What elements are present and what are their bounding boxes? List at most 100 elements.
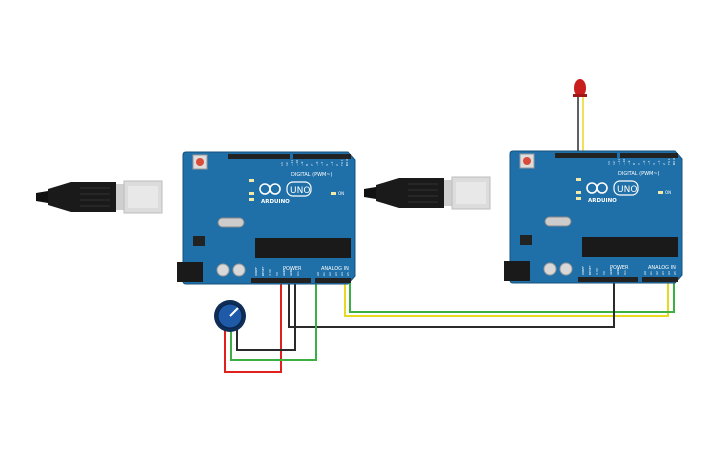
- brand-label: ARDUINO: [261, 199, 290, 205]
- capacitor-2: [559, 262, 573, 276]
- arduino-logo: ARDUINO UNO: [586, 180, 639, 204]
- digital-header: [555, 153, 617, 158]
- analog-pin-label: A1: [649, 271, 653, 275]
- led-on: [331, 192, 336, 195]
- led-tx: [249, 192, 254, 195]
- microcontroller-chip: [255, 238, 351, 258]
- digital-label: DIGITAL (PWM~): [291, 172, 333, 178]
- analog-pin-label: A2: [328, 272, 332, 276]
- power-pin-label: RESET: [588, 265, 592, 275]
- arduino-board-2[interactable]: DIGITAL (PWM~) ARDUINO UNO ON POWER ANAL…: [504, 150, 683, 284]
- digital-pin-label: 8: [305, 164, 309, 166]
- analog-pin-label: A1: [322, 272, 326, 276]
- analog-pin-label: A5: [346, 272, 350, 276]
- digital-pin-label: 13: [280, 162, 284, 166]
- power-pin-label: Vin: [296, 271, 300, 276]
- power-pin-label: Vin: [623, 270, 627, 275]
- power-pin-label: 5V: [275, 271, 279, 276]
- capacitor-2: [232, 263, 246, 277]
- power-pin-label: 3.3V: [595, 267, 599, 275]
- capacitor-1: [543, 262, 557, 276]
- analog-pin-label: A5: [673, 271, 677, 275]
- digital-pin-label: 2: [335, 164, 339, 166]
- arduino-logo: ARDUINO UNO: [259, 181, 312, 205]
- analog-header: [642, 277, 678, 282]
- power-pin-label: RESET: [261, 266, 265, 276]
- digital-pin-label: ~6: [315, 161, 319, 166]
- led-tx: [576, 191, 581, 194]
- on-label: ON: [338, 191, 344, 196]
- digital-pin-label: RX 0: [345, 159, 349, 166]
- analog-pin-label: A0: [643, 271, 647, 275]
- led-icon[interactable]: [573, 79, 587, 97]
- analog-label: ANALOG IN: [648, 265, 676, 271]
- usb-cable-icon[interactable]: [363, 176, 491, 210]
- voltage-regulator: [520, 235, 532, 245]
- digital-pin-label: 4: [652, 163, 656, 165]
- analog-pin-label: A4: [340, 272, 344, 276]
- digital-pin-label: 8: [632, 163, 636, 165]
- crystal: [544, 216, 572, 227]
- model-label: UNO: [290, 186, 310, 196]
- digital-pin-label: 12: [612, 161, 616, 165]
- power-pin-label: 3.3V: [268, 268, 272, 276]
- capacitor-1: [216, 263, 230, 277]
- digital-pin-label: ~11: [290, 160, 294, 166]
- digital-pin-label: TX 1: [667, 158, 671, 166]
- digital-pin-label: 12: [285, 162, 289, 166]
- usb-cable-icon[interactable]: [35, 180, 163, 214]
- digital-pin-label: 4: [325, 164, 329, 166]
- digital-pin-label: ~3: [330, 161, 334, 166]
- arduino-board-1[interactable]: DIGITAL (PWM~) ARDUINO UNO ON POWER ANAL…: [177, 151, 356, 285]
- digital-pin-label: 13: [607, 161, 611, 165]
- wire-black-gnd[interactable]: [288, 283, 615, 328]
- power-pin-label: GND: [616, 267, 620, 275]
- digital-pin-label: ~11: [617, 159, 621, 165]
- led-l: [576, 178, 581, 181]
- digital-pin-label: RX 0: [672, 158, 676, 165]
- wire-yellow-a4[interactable]: [344, 283, 669, 317]
- wire-black-pot[interactable]: [236, 283, 296, 351]
- led-rx: [249, 198, 254, 201]
- power-jack: [504, 261, 530, 281]
- led-rx: [576, 197, 581, 200]
- digital-pin-label: ~10: [622, 159, 626, 165]
- analog-pin-label: A3: [661, 271, 665, 275]
- digital-pin-label: ~5: [647, 160, 651, 165]
- analog-pin-label: A4: [667, 271, 671, 275]
- power-pin-label: GND: [289, 268, 293, 276]
- power-label: POWER: [283, 266, 302, 272]
- crystal: [217, 217, 245, 228]
- power-header: [251, 278, 311, 283]
- model-label: UNO: [617, 185, 637, 195]
- digital-header: [228, 154, 290, 159]
- analog-pin-label: A3: [334, 272, 338, 276]
- digital-pin-label: 7: [310, 164, 314, 166]
- power-jack: [177, 262, 203, 282]
- analog-label: ANALOG IN: [321, 266, 349, 272]
- wires: [224, 96, 675, 373]
- wire-red-5v[interactable]: [224, 283, 282, 373]
- digital-pin-label: ~10: [295, 160, 299, 166]
- voltage-regulator: [193, 236, 205, 246]
- led-l: [249, 179, 254, 182]
- analog-pin-label: A0: [316, 272, 320, 276]
- digital-pin-label: ~3: [657, 160, 661, 165]
- digital-pin-label: 7: [637, 163, 641, 165]
- digital-label: DIGITAL (PWM~): [618, 171, 660, 177]
- led-on: [658, 191, 663, 194]
- analog-header: [315, 278, 351, 283]
- brand-label: ARDUINO: [588, 198, 617, 204]
- digital-pin-label: TX 1: [340, 159, 344, 167]
- wire-green-a0[interactable]: [230, 283, 317, 361]
- power-label: POWER: [610, 265, 629, 271]
- power-pin-label: IOREF: [581, 266, 585, 275]
- potentiometer-icon[interactable]: [214, 300, 246, 332]
- digital-pin-label: ~9: [300, 161, 304, 166]
- wire-green-a5[interactable]: [349, 283, 675, 313]
- on-label: ON: [665, 190, 671, 195]
- power-pin-label: IOREF: [254, 267, 258, 276]
- power-pin-label: GND: [609, 267, 613, 275]
- power-pin-label: 5V: [602, 270, 606, 275]
